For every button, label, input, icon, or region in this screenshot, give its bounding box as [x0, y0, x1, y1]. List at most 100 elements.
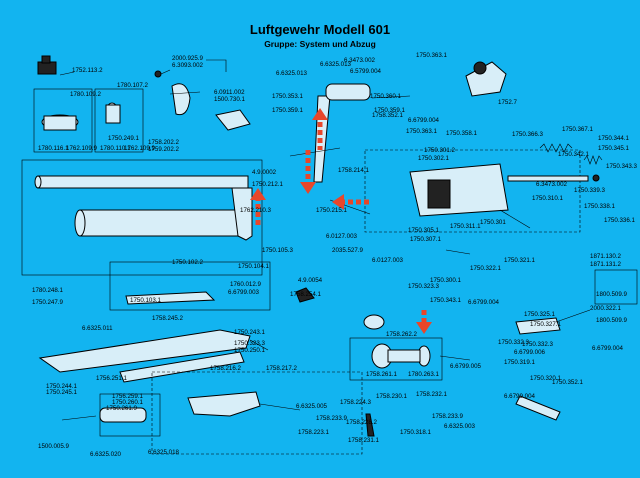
part-number-label: 1750.363.1: [406, 128, 438, 135]
part-number-label: 1750.327.1: [530, 321, 562, 328]
part-number-label: 1760.012.9: [230, 281, 262, 288]
part-number-label: 1752.113.2: [72, 67, 103, 74]
front-sight-part: [37, 55, 57, 75]
diagram-subtitle: Gruppe: System und Abzug: [264, 39, 376, 49]
part-number-label: 1750.215.1: [316, 207, 348, 214]
part-number-label: 1762.210.3: [240, 207, 272, 214]
part-number-label: 1750.261.9: [106, 405, 138, 412]
part-number-label: 1750.360.1: [370, 93, 402, 100]
highlight-arrow-up: [312, 108, 328, 150]
part-number-label: 1780.110.1: [100, 145, 131, 152]
part-number-label: 1758.262.2: [386, 331, 418, 338]
part-number-label: 1780.107.2: [117, 82, 149, 89]
lever-part: [215, 109, 251, 131]
part-number-label: 6.3473.002: [536, 181, 568, 188]
part-number-label: 1750.104.1: [238, 263, 270, 270]
part-number-label: 1750.260.1: [112, 399, 144, 406]
part-number-label: 1758.233.9: [432, 413, 464, 420]
part-number-label: 6.0127.003: [326, 233, 358, 240]
part-number-label: 1762.109.9: [124, 145, 156, 152]
part-number-label: 1750.102.2: [172, 259, 204, 266]
part-number-label: 1750.343.1: [430, 297, 462, 304]
part-number-label: 1750.332.3: [522, 341, 554, 348]
part-number-label: 1750.310.1: [532, 195, 564, 202]
right-lever-part: [515, 317, 561, 335]
trigger-housing-part: [187, 391, 261, 417]
part-number-label: 4.9.0054: [298, 277, 323, 284]
part-number-label: 1758.223.1: [298, 429, 330, 436]
part-number-label: 1750.105.3: [262, 247, 294, 254]
part-number-label: 1750.300.1: [430, 277, 462, 284]
trigger-group-box: [109, 261, 271, 311]
part-number-label: 1750.319.1: [504, 359, 536, 366]
part-number-label: 1750.305.1: [408, 227, 440, 234]
cylinder-top-part: [325, 83, 371, 101]
part-number-label: 1758.228.2: [346, 419, 378, 426]
part-number-label: 1750.244.1: [46, 383, 78, 390]
part-number-labels: 1752.113.2 2000.925.96.3093.002 1780.109.2…: [32, 52, 638, 458]
barrel-jacket: [74, 209, 251, 237]
part-number-label: 6.5799.004: [350, 68, 382, 75]
part-number-label: 1750.301: [480, 219, 506, 226]
part-number-label: 1750.250.1: [234, 347, 266, 354]
part-number-label: 6.6325.003: [444, 423, 476, 430]
part-number-label: 6.3473.002: [344, 57, 376, 64]
part-number-label: 1750.359.1: [272, 107, 304, 114]
part-number-label: 6.3093.002: [172, 62, 204, 69]
part-number-label: 6.6799.003: [228, 289, 260, 296]
sight-insert-box: [33, 88, 93, 153]
part-number-label: 1750.249.1: [108, 135, 140, 142]
barrel-tube: [34, 175, 249, 189]
part-number-label: 1750.358.1: [446, 130, 478, 137]
part-number-label: 6.6799.005: [450, 363, 482, 370]
part-number-label: 1758.217.2: [266, 365, 298, 372]
part-number-label: 1871.130.2: [590, 253, 622, 260]
part-number-label: 6.6325.013: [276, 70, 308, 77]
receiver-housing: [409, 163, 509, 217]
part-number-label: 1750.336.1: [604, 217, 636, 224]
part-number-label: 1758.254.1: [290, 291, 322, 298]
piston-rod: [507, 174, 600, 182]
part-number-label: 1871.131.2: [590, 261, 622, 268]
part-number-label: 1750.353.1: [272, 93, 304, 100]
part-number-label: 1750.103.1: [130, 297, 162, 304]
part-number-label: 1780.109.2: [70, 91, 102, 98]
part-number-label: 1750.359.1: [374, 107, 406, 114]
part-number-label: 1500.005.9: [38, 443, 70, 450]
piston-seal-box: [349, 337, 443, 381]
sight-insert-tube: [41, 114, 79, 131]
allen-key-part: [206, 59, 227, 72]
part-number-label: 6.6799.004: [468, 299, 500, 306]
part-number-label: 1758.216.2: [210, 365, 242, 372]
part-number-label: 2000.925.9: [172, 55, 204, 62]
trigger-blade-part: [125, 291, 216, 305]
sling-swivel-part: [171, 83, 191, 116]
part-number-label: 1752.7: [498, 99, 517, 106]
part-number-label: 6.6325.011: [82, 325, 113, 332]
part-number-label: 1780.263.1: [408, 371, 440, 378]
part-number-label: 1750.344.1: [598, 135, 630, 142]
trigger-shoe-part: [365, 413, 375, 437]
sear-part: [515, 395, 561, 421]
part-number-label: 1750.323.3: [408, 283, 440, 290]
part-number-label: 6.6325.018: [148, 449, 180, 456]
part-number-label: 1750.318.1: [400, 429, 432, 436]
part-number-label: 6.6799.004: [592, 345, 624, 352]
part-number-label: 1780.248.1: [32, 287, 64, 294]
part-number-label: 2035.527.9: [332, 247, 364, 254]
part-number-label: 1750.320.1: [530, 375, 562, 382]
part-number-label: 1758.202.2: [148, 139, 180, 146]
part-number-label: 1750.363.1: [416, 52, 448, 59]
part-number-label: 1750.302.1: [418, 155, 450, 162]
buttplate-part: [99, 407, 147, 423]
part-number-label: 1758.224.3: [340, 399, 372, 406]
part-number-label: 6.0911.002: [214, 89, 245, 96]
part-number-label: 1750.322.1: [470, 265, 502, 272]
part-number-label: 1800.509.9: [596, 317, 628, 324]
part-number-label: 1750.247.9: [32, 299, 64, 306]
part-number-label: 1780.116.1: [38, 145, 69, 152]
part-number-label: 1756.251.1: [96, 375, 128, 382]
rear-sight-part: [465, 61, 507, 97]
part-number-label: 1750.212.1: [252, 181, 284, 188]
cocking-arm-part: [38, 329, 251, 383]
